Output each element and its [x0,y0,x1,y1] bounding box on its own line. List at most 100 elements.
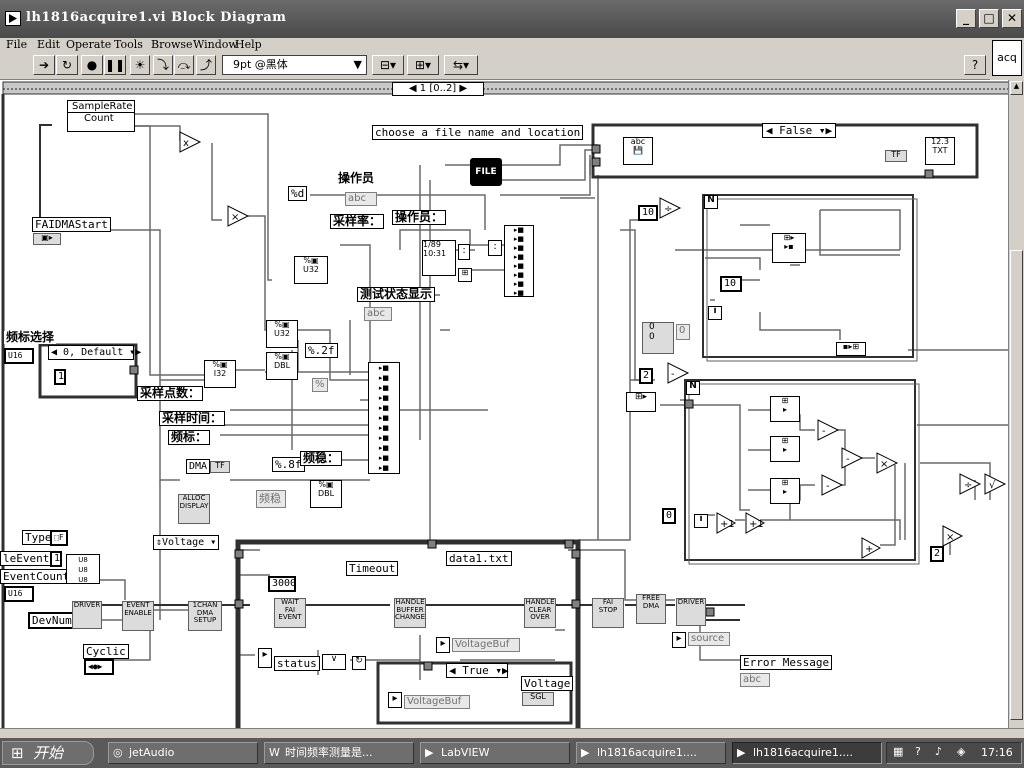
or-node[interactable]: ∨ [322,654,346,670]
operator-terminal[interactable]: abc [345,192,377,206]
colon-const-1[interactable]: : [458,244,470,260]
format-into-string-3[interactable]: %▣DBL [266,352,298,380]
enable-event-terminal[interactable]: 1 [50,551,62,567]
voltagebuf-read-icon-2[interactable]: ▸ [388,692,402,708]
scroll-up-icon[interactable]: ▲ [1010,81,1023,95]
keyboard-icon[interactable]: ▦ [893,745,904,758]
index-array-node-1[interactable]: ⊞▸ [770,396,800,422]
concat-small[interactable]: ⊞ [458,268,472,282]
menu-browse[interactable]: Browse [151,38,193,51]
highlight-execution-button[interactable]: ☀ [130,55,150,75]
task-item-labview[interactable]: ▶LabVIEW [420,742,570,764]
voltage-sgl-terminal[interactable]: SGL [522,692,554,706]
pause-button[interactable]: ❚❚ [104,55,126,75]
distribute-objects-button[interactable]: ⊞▾ [407,55,439,75]
menu-edit[interactable]: Edit [37,38,61,51]
align-objects-button[interactable]: ⊟▾ [372,55,404,75]
maximize-button[interactable]: □ [979,9,999,28]
array-size-node[interactable]: ⊞▸ [626,392,656,412]
colon-const-2[interactable]: : [488,240,502,256]
minimize-button[interactable]: _ [956,9,976,28]
insert-array-node[interactable]: ⊞▸▸▪ [772,233,806,263]
menu-window[interactable]: Window [193,38,238,51]
write-text-file-node[interactable]: abc💾 [623,137,653,165]
voltagebuf-read-icon[interactable]: ▸ [436,637,450,653]
handle-buffer-node[interactable]: HANDLE BUFFER CHANGE [394,598,426,628]
help-tray-icon[interactable]: ? [915,745,921,758]
boolean-tf-terminal[interactable]: TF [885,150,907,162]
case-true-selector[interactable]: ◀ True ▾▶ [446,663,509,678]
index-array-node-3[interactable]: ⊞▸ [770,478,800,504]
const-10a[interactable]: 10 [638,205,658,221]
const-2a[interactable]: 2 [639,368,653,384]
test-status-terminal[interactable]: abc [364,307,392,321]
menu-help[interactable]: Help [235,38,262,51]
start-button[interactable]: ⊞ 开始 [2,741,94,765]
const-3000[interactable]: 3000 [268,576,296,592]
freq-select-terminal[interactable]: U16 [4,348,34,364]
menu-file[interactable]: File [6,38,28,51]
const-10b[interactable]: 10 [720,276,742,292]
sample-bundle[interactable]: SampleRate Count [67,100,135,132]
task-item-block-diagram[interactable]: ▶lh1816acquire1.... [732,742,882,764]
const-0-gray[interactable]: 0 [676,324,690,340]
task-item-front-panel[interactable]: ▶lh1816acquire1.... [576,742,726,764]
error-message-terminal[interactable]: abc [740,673,770,687]
voltage-ring[interactable]: ⇕Voltage ▾ [153,535,219,550]
type-terminal[interactable]: ⬚F [50,530,68,546]
sequence-prev-icon[interactable]: ◀ [408,83,417,94]
menu-operate[interactable]: Operate [66,38,112,51]
step-out-button[interactable]: ⤴ [196,55,216,75]
fai-stop-node[interactable]: FAI STOP [592,598,624,628]
loop-condition-icon[interactable]: ↻ [352,656,366,670]
sequence-frame-selector[interactable]: ◀ 1 [0..2] ▶ [392,82,484,96]
voltagebuf-local-1[interactable]: VoltageBuf [452,638,520,652]
labview-app-icon[interactable] [5,11,21,26]
devnum-terminal[interactable]: DevNum [28,612,76,629]
format-into-string-1[interactable]: %▣U32 [294,256,328,284]
faidmastart-terminal[interactable]: ▣▸ [33,233,61,245]
task-item-jetaudio[interactable]: ◎jetAudio [108,742,258,764]
font-select[interactable]: 9pt @黑体 ▼ [222,55,367,75]
const-0d[interactable]: 0 [662,508,676,524]
const-1[interactable]: 1 [54,369,66,385]
vertical-scrollbar[interactable]: ▲ [1008,80,1024,728]
concat-strings-node-1[interactable]: ▸■▸■▸■▸■▸■▸■▸■▸■ [504,225,534,297]
case-default-selector[interactable]: ◀ 0, Default ▾▶ [48,345,141,360]
horizontal-scrollbar[interactable] [0,728,1024,738]
sequence-next-icon[interactable]: ▶ [459,83,468,94]
index-array-node-2[interactable]: ⊞▸ [770,436,800,462]
unbundle-status-node[interactable]: ▸ [258,648,272,668]
wait-fai-event-node[interactable]: WAIT FAI EVENT [274,598,306,628]
format-into-string-2[interactable]: %▣U32 [266,320,298,348]
event-enable-node[interactable]: EVENT ENABLE [122,601,154,631]
const-2b[interactable]: 2 [930,546,944,562]
free-dma-node[interactable]: FREE DMA [636,594,666,624]
dma-tf-terminal[interactable]: TF [210,461,230,473]
build-array-node[interactable]: ▪▸⊞ [836,342,866,356]
help-button[interactable]: ? [964,55,986,75]
cyclic-terminal[interactable]: ◀●▶ [84,659,114,675]
step-into-button[interactable]: ⤵ [153,55,173,75]
driver-node-1[interactable]: DRIVER [72,601,102,629]
network-icon[interactable]: ◈ [957,745,966,758]
abort-button[interactable]: ● [81,55,103,75]
block-diagram[interactable]: x × ÷ - +1 +1 - - - × + × ÷ √ [0,80,1008,728]
close-button[interactable]: ✕ [1002,9,1022,28]
scroll-thumb[interactable] [1010,250,1023,720]
volume-icon[interactable]: ♪ [935,745,943,758]
format-into-string-5[interactable]: %▣DBL [310,480,342,508]
alloc-display-node[interactable]: ALLOC DISPLAY [178,494,210,524]
handle-clear-node[interactable]: HANDLE CLEAR OVER [524,598,556,628]
format-into-string-4[interactable]: %▣I32 [204,360,236,388]
menu-tools[interactable]: Tools [114,38,143,51]
run-continuously-button[interactable]: ↻ [56,55,78,75]
unbundle-source-node[interactable]: ▸ [672,632,686,648]
event-count-terminal[interactable]: U16 [4,586,34,602]
vi-icon-pane[interactable]: acq [990,38,1024,80]
